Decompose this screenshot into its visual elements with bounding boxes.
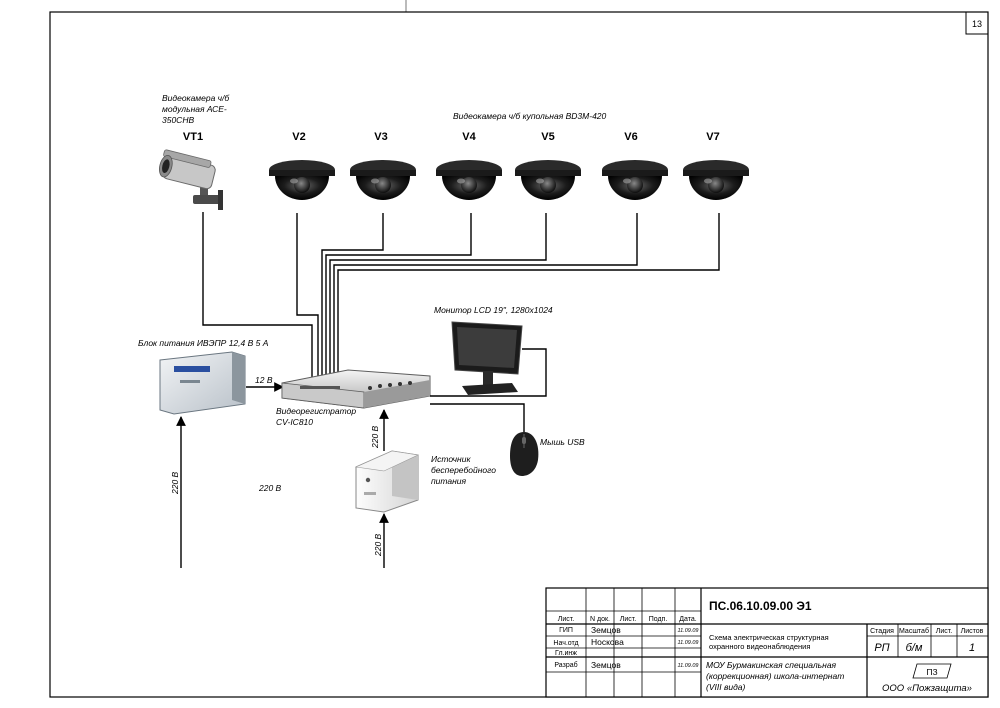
vt1-caption-line-3: 350CHB <box>162 115 194 125</box>
cable-v5 <box>329 213 547 380</box>
camera-id-v3: V3 <box>374 131 387 143</box>
camera-id-v5: V5 <box>541 131 554 143</box>
title-block <box>545 587 989 698</box>
stage-header: Стадия <box>870 628 894 635</box>
scale-header: Масштаб <box>899 627 929 635</box>
dome-camera-v2 <box>269 160 335 200</box>
cable-v6 <box>333 213 638 380</box>
monitor-icon <box>451 321 523 395</box>
ups-icon <box>354 450 420 513</box>
object-line-1: МОУ Бурмакинская специальная <box>706 660 837 670</box>
tb-role-razrab: Разраб <box>554 661 577 669</box>
voltage-12v: 12 В <box>255 375 273 385</box>
cable-vt1 <box>202 212 313 380</box>
scale-value: б/м <box>906 642 923 654</box>
tb-header-list: Лист. <box>558 616 574 623</box>
dome-camera-v5 <box>515 160 581 200</box>
sheets-value: 1 <box>969 642 975 654</box>
tb-role-nach-otd: Нач.отд <box>553 640 578 647</box>
tb-role-gl-inzh: Гл.инж <box>555 650 577 657</box>
camera-id-v7: V7 <box>706 131 719 143</box>
ups-label-line-2: бесперебойного <box>431 465 496 475</box>
doc-code: ПС.06.10.09.00 Э1 <box>709 599 812 613</box>
voltage-220v-ups: 220 В <box>373 533 383 557</box>
tb-name-nach-otd: Носкова <box>591 637 624 647</box>
monitor-label: Монитор LCD 19", 1280x1024 <box>434 305 553 315</box>
dvr-label-line-1: Видеорегистратор <box>276 406 356 416</box>
vt1-caption-line-1: Видеокамера ч/б <box>162 93 230 103</box>
page-frame: 13 <box>49 0 989 698</box>
dvr-to-mouse-cable <box>430 403 525 432</box>
mouse-icon <box>510 432 539 476</box>
box-camera-icon <box>159 149 223 210</box>
cable-v4 <box>325 213 472 380</box>
tb-date-gip: 11.09.09 <box>677 628 698 634</box>
mouse-label: Мышь USB <box>540 437 585 447</box>
cable-v3 <box>321 213 384 380</box>
company-name: ООО «Пожзащита» <box>882 683 972 694</box>
voltage-220v-mid: 220 В <box>258 483 282 493</box>
dvr-icon <box>281 369 431 409</box>
tb-header-list-2: Лист. <box>620 616 636 623</box>
tb-header-date: Дата. <box>679 616 697 623</box>
voltage-220v-dvr: 220 В <box>370 425 380 449</box>
cable-v7 <box>337 213 720 380</box>
vt1-caption-line-2: модульная АСЕ- <box>162 104 227 114</box>
ups-label-line-1: Источник <box>431 454 471 464</box>
object-line-2: (коррекционная) школа-интернат <box>706 671 844 681</box>
tb-date-nach-otd: 11.09.09 <box>677 640 698 646</box>
tb-date-razrab: 11.09.09 <box>677 663 698 669</box>
sheet-header: Лист. <box>936 628 952 635</box>
dome-camera-v6 <box>602 160 668 200</box>
dome-camera-v3 <box>350 160 416 200</box>
power-supply-icon <box>159 351 246 415</box>
sheet-number: 13 <box>972 19 982 29</box>
sheets-header: Листов <box>961 628 984 635</box>
camera-id-vt1: VT1 <box>183 131 203 143</box>
dvr-to-monitor-cable <box>430 348 547 397</box>
ups-label-line-3: питания <box>431 476 467 486</box>
drawing-title-line-1: Схема электрическая структурная <box>709 633 829 642</box>
tb-header-podp: Подп. <box>649 616 668 623</box>
dome-camera-header: Видеокамера ч/б купольная BD3M-420 <box>453 111 607 121</box>
tb-role-gip: ГИП <box>559 627 573 634</box>
power-supply-label: Блок питания ИВЭПР 12,4 В 5 А <box>138 338 269 348</box>
dome-camera-v4 <box>436 160 502 200</box>
camera-id-v2: V2 <box>292 131 305 143</box>
camera-id-v6: V6 <box>624 131 637 143</box>
drawing-title-line-2: охранного видеонаблюдения <box>709 642 810 651</box>
tb-name-gip: Земцов <box>591 625 621 635</box>
vt1-caption: Видеокамера ч/б модульная АСЕ- 350CHB <box>162 93 230 125</box>
stage-value: РП <box>874 642 889 654</box>
dome-camera-v7 <box>683 160 749 200</box>
cable-v2 <box>296 213 319 380</box>
object-line-3: (VIII вида) <box>706 682 746 692</box>
tb-header-ndok: N док. <box>590 616 610 623</box>
tb-name-razrab: Земцов <box>591 660 621 670</box>
video-cables <box>202 212 720 380</box>
dvr-label-line-2: CV-IC810 <box>276 417 313 427</box>
company-logo: ПЗ <box>912 663 952 679</box>
camera-id-v4: V4 <box>462 131 476 143</box>
voltage-220v-psu: 220 В <box>170 471 180 495</box>
company-logo-text: ПЗ <box>926 667 937 677</box>
